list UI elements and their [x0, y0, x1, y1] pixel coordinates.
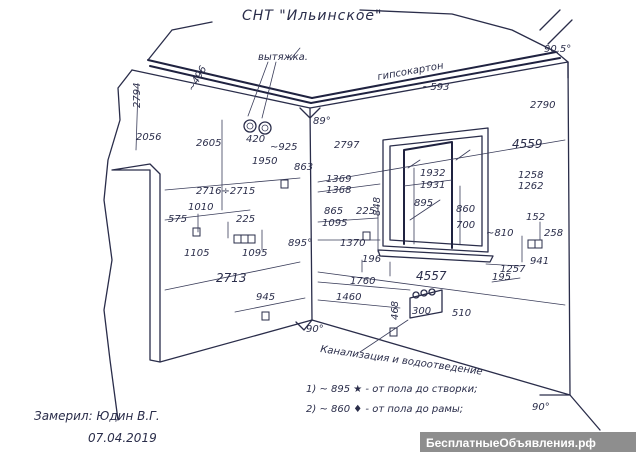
note-1: 1) ~ 895 ★ - от пола до створки; [306, 384, 477, 395]
sewer-label: Канализация и водоотведение [320, 344, 484, 378]
socket-icon [534, 239, 543, 249]
dim-90-a: 90° [306, 324, 324, 335]
socket-icon [233, 234, 242, 244]
socket-icon [527, 239, 536, 249]
dim-258: 258 [544, 228, 563, 239]
cornice-right [310, 51, 561, 104]
dim-2716: 2716÷2715 [196, 186, 255, 197]
dim-700: 700 [456, 220, 475, 231]
dim-2056: 2056 [136, 132, 161, 143]
dim-225a: 225 [236, 214, 255, 225]
dim-1931: 1931 [420, 180, 445, 191]
ceiling-left-edge [103, 21, 213, 421]
dim-420: 420 [246, 134, 265, 145]
dim-468: 468 [390, 301, 401, 320]
dim-945: 945 [256, 292, 275, 303]
vent-holes [243, 119, 272, 135]
dim-1370: 1370 [340, 238, 365, 249]
dim-2605: 2605 [196, 138, 221, 149]
socket-icon [240, 234, 249, 244]
column-outline [111, 163, 161, 363]
dim-89: 89° [313, 116, 331, 127]
dim-865: 865 [324, 206, 343, 217]
dim-810: ~810 [486, 228, 513, 239]
dim-152: 152 [526, 212, 545, 223]
dimension-lines [135, 47, 566, 313]
sewer-leader [359, 319, 409, 353]
watermark-text: БесплатныеОбъявления.рф [426, 436, 596, 450]
dim-1095a: 1095 [322, 218, 347, 229]
socket-icon [192, 227, 201, 237]
dim-2794: 2794 [132, 83, 143, 108]
dim-1369: 1369 [326, 174, 351, 185]
dim-925: ~925 [270, 142, 297, 153]
dim-848: 848 [372, 197, 383, 216]
right-wall-edge [539, 61, 601, 431]
dim-300: 300 [412, 306, 431, 317]
dim-860: 860 [456, 204, 475, 215]
dim-510: 510 [452, 308, 471, 319]
angle-mark [295, 319, 313, 331]
socket-icon [247, 234, 256, 244]
socket-icon [280, 179, 289, 189]
dim-1950: 1950 [252, 156, 277, 167]
cornice-left [147, 59, 313, 104]
right-wall-ceiling-line [309, 61, 569, 109]
watermark-background [420, 432, 636, 452]
left-floor-line [159, 319, 313, 363]
diagram-title: СНТ "Ильинское" [242, 8, 382, 24]
dim-1932: 1932 [420, 168, 445, 179]
dim-1368: 1368 [326, 185, 351, 196]
dim-1257: 1257 [500, 264, 526, 275]
measure-date: 07.04.2019 [88, 431, 157, 445]
sockets [192, 179, 543, 337]
ceiling-right-edge [359, 9, 557, 53]
dim-1258: 1258 [518, 170, 543, 181]
dim-941: 941 [530, 256, 549, 267]
dim-575: 575 [168, 214, 187, 225]
window [377, 127, 494, 263]
dim-1010: 1010 [188, 202, 213, 213]
dim-863: 863 [294, 162, 313, 173]
dim-895-deg: 895° [288, 238, 312, 249]
dim-2790: 2790 [530, 100, 555, 111]
dim-195: 195 [492, 272, 511, 283]
note-2: 2) ~ 860 ♦ - от пола до рамы; [306, 404, 463, 415]
dim-196: 196 [362, 254, 381, 265]
dim-1105: 1105 [184, 248, 209, 259]
dim-90-5: 90,5° [544, 44, 571, 55]
right-floor-line [311, 319, 571, 396]
dim-1262: 1262 [518, 181, 543, 192]
left-wall-ceiling-line [131, 69, 311, 109]
dim-2713: 2713 [216, 271, 247, 285]
dim-895: 895 [414, 198, 433, 209]
dim-593: ~593 [422, 82, 449, 93]
dim-4559: 4559 [512, 137, 543, 151]
dim-1760: 1760 [350, 276, 375, 287]
measured-by: Замерил: Юдин В.Г. [34, 409, 160, 423]
dim-1460: 1460 [336, 292, 361, 303]
dim-90-b: 90° [532, 402, 550, 413]
dim-1095b: 1095 [242, 248, 267, 259]
dim-4557: 4557 [416, 269, 447, 283]
sewer-pipes [409, 288, 443, 319]
angle-mark [299, 107, 321, 119]
inner-corner-line [309, 107, 313, 321]
vent-label: вытяжка. [258, 52, 308, 63]
dim-225b: 225 [356, 206, 375, 217]
socket-icon [261, 311, 270, 321]
dim-2797: 2797 [334, 140, 360, 151]
